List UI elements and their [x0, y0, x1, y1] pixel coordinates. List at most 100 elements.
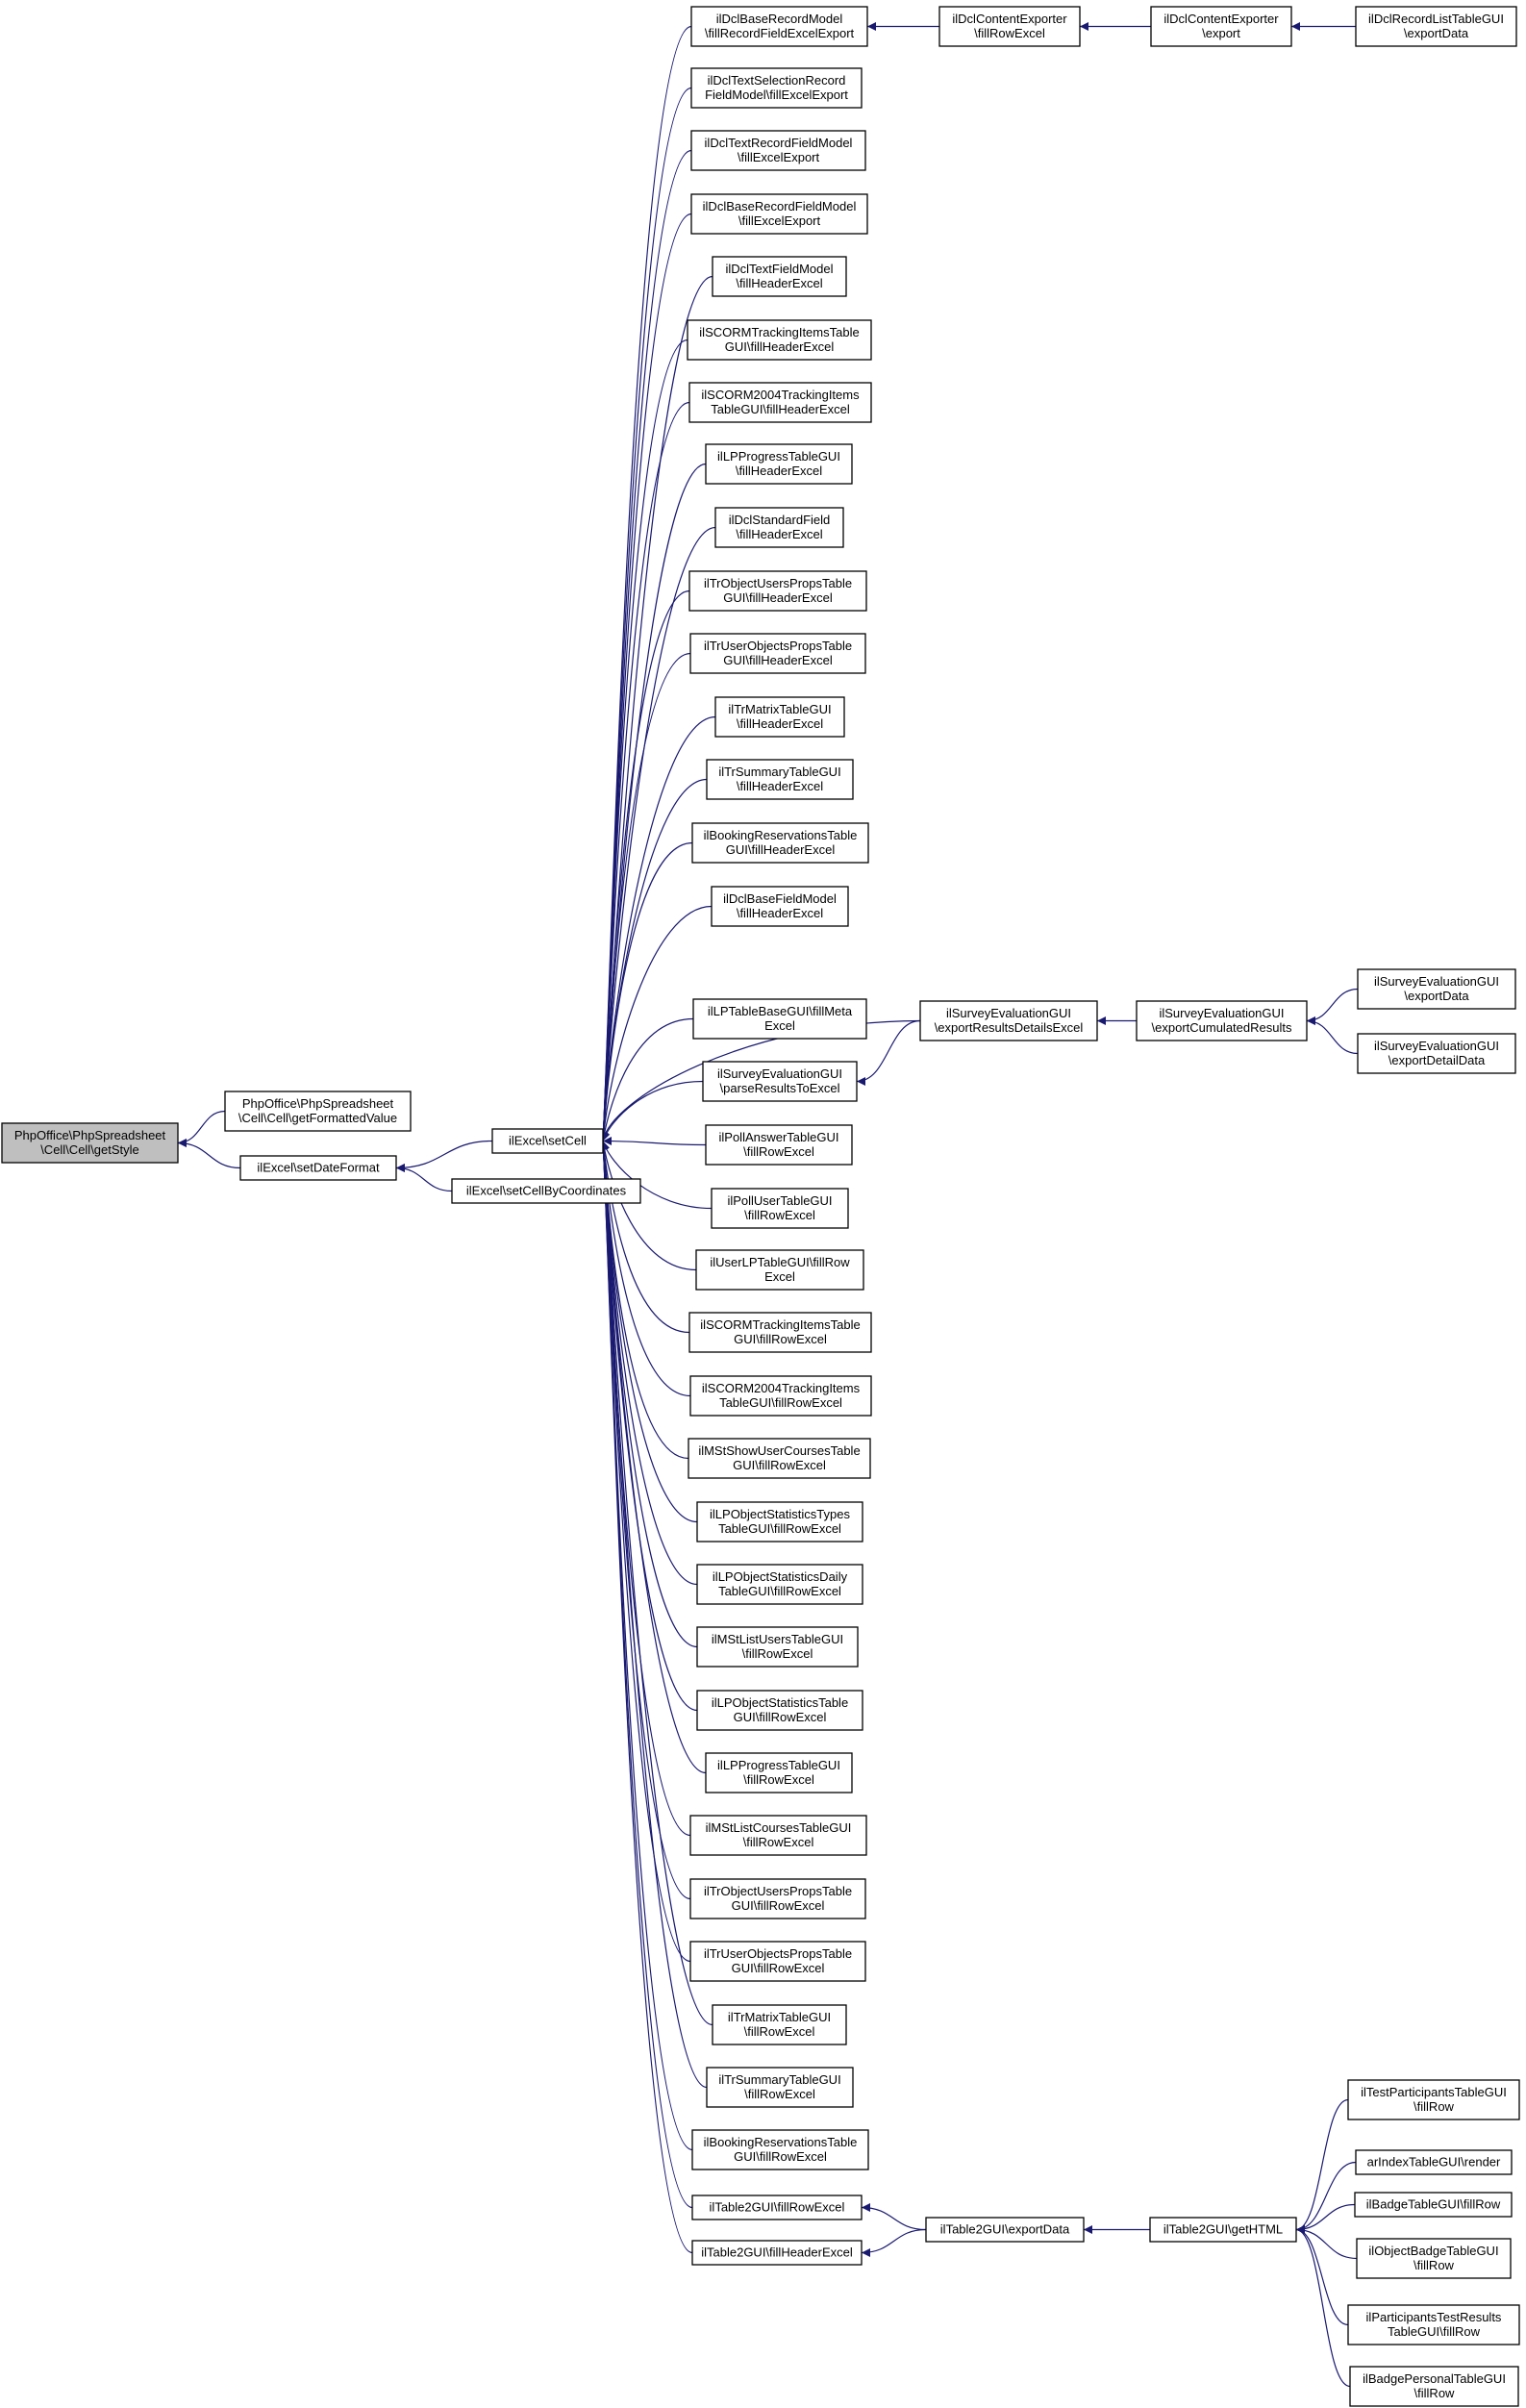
- graph-node-dcl-base-record-field[interactable]: ilDclBaseRecordFieldModel\fillExcelExpor…: [690, 193, 868, 235]
- graph-node-participants-test-results[interactable]: ilParticipantsTestResultsTableGUI\fillRo…: [1347, 2304, 1520, 2345]
- edge-get-formatted-value-to-get-style: [177, 1110, 226, 1147]
- node-label-line: ilLPObjectStatisticsTypes: [710, 1507, 850, 1521]
- graph-node-scorm2004-header[interactable]: ilSCORM2004TrackingItemsTableGUI\fillHea…: [688, 382, 872, 423]
- graph-node-lp-obj-stat-table[interactable]: ilLPObjectStatisticsTableGUI\fillRowExce…: [696, 1690, 863, 1731]
- graph-node-booking-row[interactable]: ilBookingReservationsTableGUI\fillRowExc…: [691, 2129, 869, 2170]
- node-label-line: ilDclTextRecordFieldModel: [705, 136, 853, 150]
- graph-node-tr-object-users-row[interactable]: ilTrObjectUsersPropsTableGUI\fillRowExce…: [689, 1878, 866, 1919]
- node-box: [1357, 968, 1516, 1010]
- node-layer: PhpOffice\PhpSpreadsheet\Cell\Cell\getSt…: [1, 6, 1520, 2407]
- graph-node-set-cell[interactable]: ilExcel\setCell: [491, 1128, 604, 1154]
- node-label-line: ilBookingReservationsTable: [704, 2135, 858, 2149]
- graph-node-dcl-text-selection[interactable]: ilDclTextSelectionRecordFieldModel\fillE…: [690, 67, 863, 109]
- node-label-line: \fillHeaderExcel: [737, 716, 823, 731]
- graph-node-badge-personal[interactable]: ilBadgePersonalTableGUI\fillRow: [1349, 2366, 1519, 2407]
- graph-node-set-cell-by-coordinates[interactable]: ilExcel\setCellByCoordinates: [451, 1178, 641, 1204]
- edge-dcl-base-field-to-set-cell: [599, 905, 713, 1141]
- node-label-line: ilMStListUsersTableGUI: [712, 1632, 843, 1646]
- graph-node-table2-fill-header[interactable]: ilTable2GUI\fillHeaderExcel: [691, 2240, 863, 2266]
- node-label-line: GUI\fillHeaderExcel: [725, 339, 835, 354]
- graph-node-lp-obj-stat-daily[interactable]: ilLPObjectStatisticsDailyTableGUI\fillRo…: [696, 1564, 863, 1605]
- graph-node-survey-export-details[interactable]: ilSurveyEvaluationGUI\exportResultsDetai…: [919, 1000, 1098, 1041]
- graph-node-survey-parse[interactable]: ilSurveyEvaluationGUI\parseResultsToExce…: [702, 1061, 858, 1102]
- node-label-line: \fillRowExcel: [743, 1835, 814, 1849]
- node-label-line: \fillHeaderExcel: [736, 464, 822, 478]
- node-label-line: \exportResultsDetailsExcel: [935, 1020, 1084, 1035]
- graph-node-test-participants[interactable]: ilTestParticipantsTableGUI\fillRow: [1347, 2079, 1520, 2120]
- node-box: [919, 1000, 1098, 1041]
- graph-node-tr-object-users-header[interactable]: ilTrObjectUsersPropsTableGUI\fillHeaderE…: [688, 570, 867, 612]
- graph-node-lp-progress-header[interactable]: ilLPProgressTableGUI\fillHeaderExcel: [705, 443, 853, 485]
- graph-node-table2-get-html[interactable]: ilTable2GUI\getHTML: [1149, 2217, 1297, 2243]
- graph-node-mst-list-courses[interactable]: ilMStListCoursesTableGUI\fillRowExcel: [689, 1815, 867, 1856]
- node-label-line: \fillRowExcel: [742, 1646, 813, 1661]
- graph-node-tr-summary-row[interactable]: ilTrSummaryTableGUI\fillRowExcel: [706, 2067, 854, 2108]
- node-box: [688, 1438, 871, 1479]
- graph-node-object-badge[interactable]: ilObjectBadgeTableGUI\fillRow: [1356, 2238, 1512, 2279]
- edge-badge-fill-row-to-table2-get-html: [1295, 2203, 1356, 2234]
- node-label-line: ilTrObjectUsersPropsTable: [704, 576, 852, 590]
- node-label-line: TableGUI\fillHeaderExcel: [711, 402, 850, 416]
- node-label-line: GUI\fillHeaderExcel: [723, 653, 833, 667]
- graph-node-get-formatted-value[interactable]: PhpOffice\PhpSpreadsheet\Cell\Cell\getFo…: [224, 1091, 412, 1132]
- node-label-line: TableGUI\fillRowExcel: [718, 1584, 841, 1598]
- graph-node-poll-user[interactable]: ilPollUserTableGUI\fillRowExcel: [711, 1188, 849, 1229]
- node-label-line: ilTrUserObjectsPropsTable: [704, 1946, 852, 1961]
- node-box: [938, 6, 1081, 47]
- node-label-line: ilPollAnswerTableGUI: [719, 1130, 839, 1144]
- graph-node-dcl-text-field[interactable]: ilDclTextFieldModel\fillHeaderExcel: [712, 256, 847, 297]
- graph-node-badge-fill-row[interactable]: ilBadgeTableGUI\fillRow: [1354, 2192, 1513, 2218]
- node-box: [712, 2004, 847, 2045]
- graph-node-survey-export-data[interactable]: ilSurveyEvaluationGUI\exportData: [1357, 968, 1516, 1010]
- node-label-line: ilSurveyEvaluationGUI: [1374, 1039, 1499, 1053]
- graph-node-mst-list-users[interactable]: ilMStListUsersTableGUI\fillRowExcel: [696, 1626, 859, 1668]
- node-label-line: ilExcel\setDateFormat: [257, 1161, 380, 1175]
- node-label-line: ilSCORM2004TrackingItems: [701, 388, 860, 402]
- graph-node-table2-export-data[interactable]: ilTable2GUI\exportData: [925, 2217, 1085, 2243]
- node-box: [1, 1122, 179, 1164]
- graph-node-survey-export-detail-data[interactable]: ilSurveyEvaluationGUI\exportDetailData: [1357, 1033, 1516, 1074]
- graph-node-get-style: PhpOffice\PhpSpreadsheet\Cell\Cell\getSt…: [1, 1122, 179, 1164]
- graph-node-dcl-record-list-export[interactable]: ilDclRecordListTableGUI\exportData: [1355, 6, 1517, 47]
- graph-node-dcl-standard-field[interactable]: ilDclStandardField\fillHeaderExcel: [714, 507, 844, 548]
- node-label-line: TableGUI\fillRowExcel: [718, 1521, 841, 1536]
- node-label-line: \exportData: [1404, 989, 1469, 1003]
- node-label-line: ilDclContentExporter: [952, 12, 1067, 26]
- graph-node-booking-header[interactable]: ilBookingReservationsTableGUI\fillHeader…: [691, 822, 869, 864]
- graph-node-lp-obj-stat-types[interactable]: ilLPObjectStatisticsTypesTableGUI\fillRo…: [696, 1501, 863, 1543]
- graph-node-tr-matrix-header[interactable]: ilTrMatrixTableGUI\fillHeaderExcel: [714, 696, 845, 738]
- edge-survey-export-detail-data-to-survey-export-cumulated: [1306, 1016, 1359, 1055]
- graph-node-ar-index-render[interactable]: arIndexTableGUI\render: [1355, 2149, 1513, 2175]
- node-label-line: GUI\fillRowExcel: [732, 1898, 825, 1913]
- node-label-line: Excel: [764, 1269, 795, 1284]
- graph-node-table2-fill-row[interactable]: ilTable2GUI\fillRowExcel: [691, 2195, 863, 2220]
- graph-node-tr-user-objects-row[interactable]: ilTrUserObjectsPropsTableGUI\fillRowExce…: [689, 1941, 866, 1982]
- graph-node-scorm2004-row[interactable]: ilSCORM2004TrackingItemsTableGUI\fillRow…: [689, 1375, 872, 1417]
- graph-node-mst-show-user-courses[interactable]: ilMStShowUserCoursesTableGUI\fillRowExce…: [688, 1438, 871, 1479]
- edge-booking-header-to-set-cell: [599, 841, 693, 1141]
- graph-node-tr-matrix-row[interactable]: ilTrMatrixTableGUI\fillRowExcel: [712, 2004, 847, 2045]
- node-box: [1347, 2079, 1520, 2120]
- graph-node-dcl-content-export[interactable]: ilDclContentExporter\export: [1150, 6, 1292, 47]
- node-label-line: ilBadgePersonalTableGUI: [1363, 2371, 1506, 2386]
- node-label-line: TableGUI\fillRowExcel: [719, 1395, 842, 1410]
- graph-node-dcl-base-record-fill-record-field[interactable]: ilDclBaseRecordModel\fillRecordFieldExce…: [690, 6, 868, 47]
- graph-node-scorm-row[interactable]: ilSCORMTrackingItemsTableGUI\fillRowExce…: [688, 1312, 872, 1353]
- node-label-line: ilDclBaseRecordModel: [716, 12, 843, 26]
- node-label-line: ilSurveyEvaluationGUI: [946, 1006, 1071, 1020]
- graph-node-dcl-base-field[interactable]: ilDclBaseFieldModel\fillHeaderExcel: [711, 886, 849, 927]
- node-box: [1357, 1033, 1516, 1074]
- graph-node-dcl-text-record[interactable]: ilDclTextRecordFieldModel\fillExcelExpor…: [690, 130, 866, 171]
- graph-node-lp-progress-row[interactable]: ilLPProgressTableGUI\fillRowExcel: [705, 1752, 853, 1793]
- node-box: [714, 507, 844, 548]
- graph-node-tr-summary-header[interactable]: ilTrSummaryTableGUI\fillHeaderExcel: [706, 759, 854, 800]
- graph-node-dcl-content-fill-row[interactable]: ilDclContentExporter\fillRowExcel: [938, 6, 1081, 47]
- graph-node-survey-export-cumulated[interactable]: ilSurveyEvaluationGUI\exportCumulatedRes…: [1136, 1000, 1308, 1041]
- graph-node-poll-answer[interactable]: ilPollAnswerTableGUI\fillRowExcel: [705, 1124, 853, 1166]
- graph-node-scorm-header[interactable]: ilSCORMTrackingItemsTableGUI\fillHeaderE…: [687, 319, 872, 361]
- node-label-line: \fillRowExcel: [743, 1772, 814, 1787]
- graph-node-set-date-format[interactable]: ilExcel\setDateFormat: [239, 1155, 397, 1181]
- graph-node-user-lp[interactable]: ilUserLPTableGUI\fillRowExcel: [695, 1249, 864, 1291]
- graph-node-tr-user-objects-header[interactable]: ilTrUserObjectsPropsTableGUI\fillHeaderE…: [689, 633, 866, 674]
